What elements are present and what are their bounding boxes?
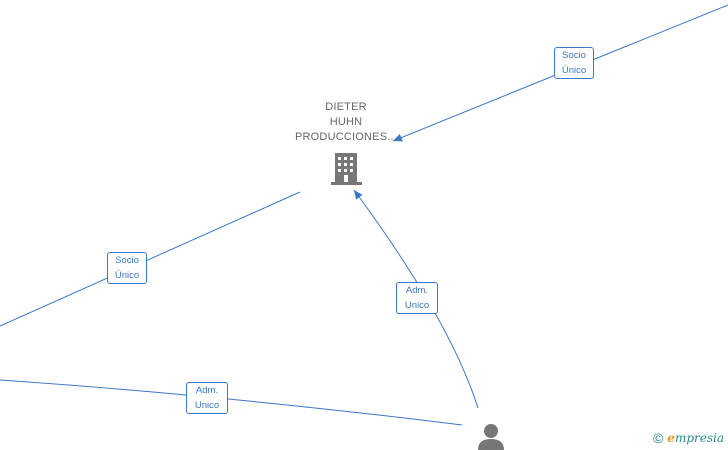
edge-left — [0, 191, 301, 327]
edge-bottom — [0, 379, 463, 426]
edge-label-bottom: Adm.Unico — [186, 382, 228, 414]
edge-label-person-company: Adm.Unico — [396, 282, 438, 314]
brand-logo: empresia — [667, 431, 724, 445]
company-name[interactable]: DIETER HUHN PRODUCCIONES... — [294, 101, 397, 143]
building-icon[interactable] — [331, 153, 362, 185]
empresia-watermark: © empresia — [653, 430, 724, 446]
copyright-icon: © — [652, 430, 664, 446]
person-icon[interactable] — [478, 424, 504, 450]
